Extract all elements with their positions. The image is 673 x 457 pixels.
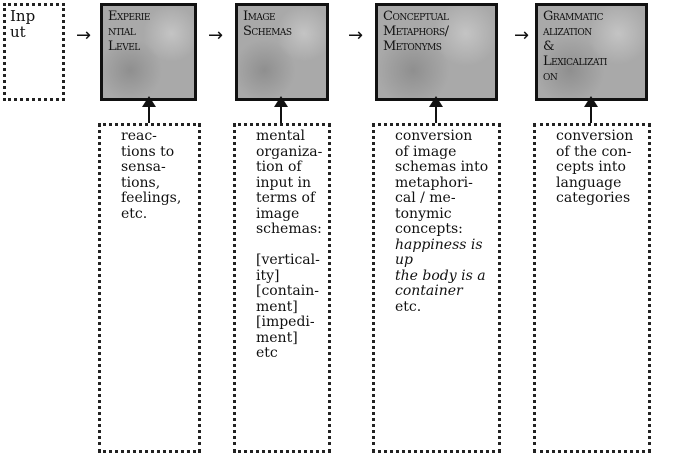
arrow-up-icon <box>142 96 156 123</box>
stage-image-schemas: Image Schemas <box>235 3 329 101</box>
description-grammaticalization: conversion of the con- cepts into langua… <box>533 123 651 453</box>
arrow-up-icon <box>429 96 443 123</box>
stage-grammaticalization: Grammatic alization & Lexicalizati on <box>535 3 648 101</box>
arrow-right-icon: → <box>348 25 364 46</box>
arrow-up-icon <box>274 96 288 123</box>
examples-text: happiness is up the body is a container <box>395 236 486 299</box>
stage-conceptual-metaphors: Conceptual Metaphors/ Metonyms <box>375 3 498 101</box>
arrow-right-icon: → <box>208 25 224 46</box>
description-conceptual-metaphors: conversion of image schemas into metapho… <box>372 123 501 453</box>
description-text: conversion of image schemas into metapho… <box>395 128 489 237</box>
description-experiential: reac- tions to sensa- tions, feelings, e… <box>98 123 201 453</box>
description-image-schemas: mental organiza- tion of input in terms … <box>233 123 331 453</box>
input-box: Inp ut <box>3 3 65 101</box>
etc-text: etc. <box>395 298 422 315</box>
stage-experiential-level: Experie ntial Level <box>100 3 197 101</box>
arrow-up-icon <box>584 96 598 123</box>
arrow-right-icon: → <box>514 25 530 46</box>
arrow-right-icon: → <box>76 25 92 46</box>
